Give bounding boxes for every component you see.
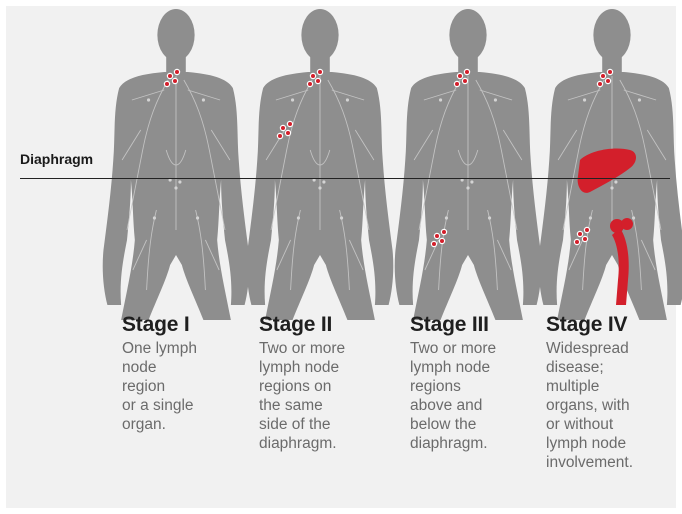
stage-1-caption: Stage I One lymph node region or a singl…: [122, 313, 197, 434]
diaphragm-label: Diaphragm: [20, 151, 93, 167]
stage-description: Two or more lymph node regions above and…: [410, 339, 496, 453]
figure-stage-1: [103, 9, 250, 320]
figure-stage-3: [395, 9, 542, 320]
stage-description: One lymph node region or a single organ.: [122, 339, 197, 434]
figure-stage-2: [247, 9, 394, 320]
stage-title: Stage I: [122, 313, 197, 337]
stage-3-caption: Stage III Two or more lymph node regions…: [410, 313, 496, 453]
diaphragm-line: [20, 178, 670, 179]
stage-title: Stage II: [259, 313, 345, 337]
stage-title: Stage IV: [546, 313, 633, 337]
stage-title: Stage III: [410, 313, 496, 337]
stage-2-caption: Stage II Two or more lymph node regions …: [259, 313, 345, 453]
stage-description: Two or more lymph node regions on the sa…: [259, 339, 345, 453]
stage-figures: [0, 0, 682, 320]
stage-4-caption: Stage IV Widespread disease; multiple or…: [546, 313, 633, 472]
stage-description: Widespread disease; multiple organs, wit…: [546, 339, 633, 472]
